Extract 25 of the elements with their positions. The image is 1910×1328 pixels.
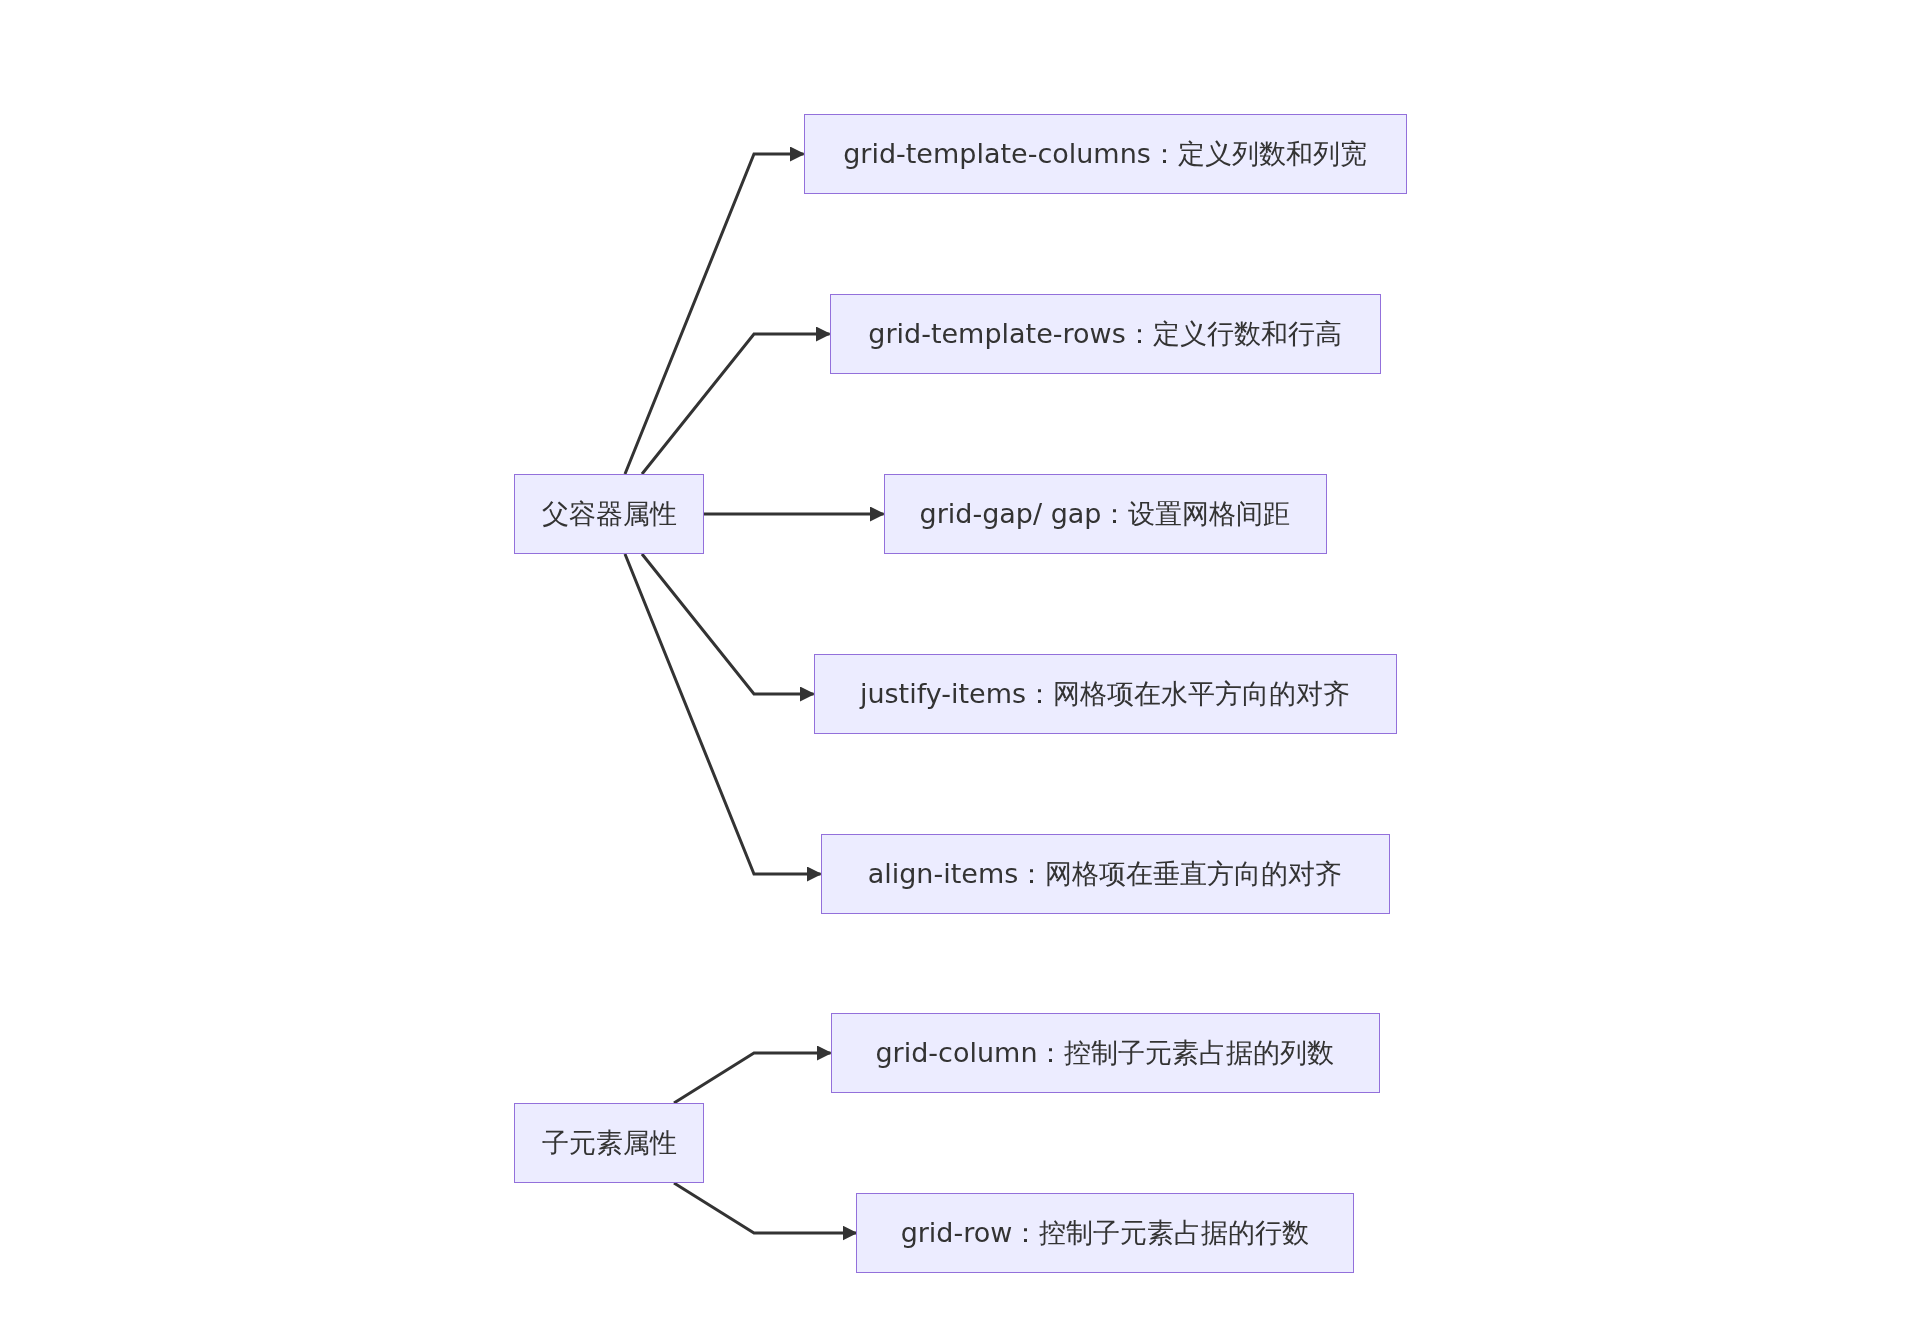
process-box — [856, 1193, 1354, 1273]
process-box — [803, 114, 1407, 194]
node-label: grid-column：控制子元素占据的列数 — [875, 1036, 1335, 1070]
arrow — [640, 326, 831, 475]
process-box — [514, 1103, 704, 1183]
node-label: 父容器属性 — [541, 497, 677, 531]
process-box — [883, 474, 1327, 554]
node-label: grid-row：控制子元素占据的行数 — [900, 1216, 1310, 1250]
process-box — [514, 474, 704, 554]
node-label: grid-template-rows：定义行数和行高 — [868, 317, 1342, 351]
node-label: 子元素属性 — [541, 1126, 677, 1160]
arrow — [704, 506, 885, 522]
arrow — [673, 1045, 832, 1105]
process-box — [813, 654, 1397, 734]
process-box — [829, 294, 1381, 374]
node-label: align-items：网格项在垂直方向的对齐 — [867, 857, 1343, 891]
process-box — [820, 834, 1390, 914]
node-label: grid-gap/ gap：设置网格间距 — [919, 497, 1291, 531]
arrow — [623, 146, 805, 475]
arrow — [623, 553, 822, 882]
node-label: grid-template-columns：定义列数和列宽 — [843, 137, 1367, 171]
process-box — [830, 1013, 1380, 1093]
node-label: justify-items：网格项在水平方向的对齐 — [859, 677, 1351, 711]
arrow — [673, 1181, 858, 1241]
arrow — [640, 553, 815, 702]
